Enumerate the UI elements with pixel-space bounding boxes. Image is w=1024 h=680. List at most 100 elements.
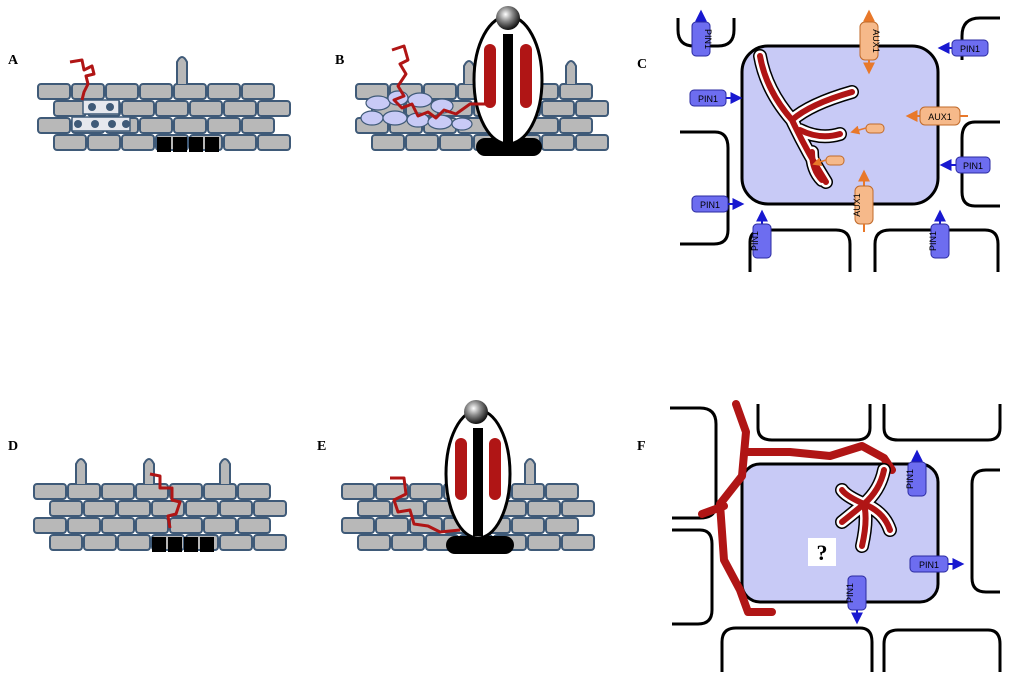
brick [83, 534, 117, 551]
pin1-label: PIN1 [960, 44, 980, 54]
hypha-a [69, 58, 96, 101]
brick [121, 134, 155, 151]
brick [173, 83, 207, 100]
brick [357, 534, 391, 551]
brick [575, 100, 609, 117]
brick [83, 500, 117, 517]
pin1-label: PIN1 [845, 583, 855, 603]
brick [241, 83, 275, 100]
brick [511, 517, 545, 534]
brick [37, 83, 71, 100]
trichome-e [524, 458, 536, 484]
brick [341, 483, 375, 500]
pin1-label: PIN1 [698, 94, 718, 104]
dark-cells-d [152, 537, 214, 552]
pin1-label: PIN1 [919, 560, 939, 570]
brick [219, 500, 253, 517]
panel-d: D [8, 439, 287, 552]
brick [33, 517, 67, 534]
brick [117, 534, 151, 551]
brick [545, 483, 579, 500]
brick [409, 483, 443, 500]
brick [49, 534, 83, 551]
internal-aux1-c [812, 123, 885, 166]
brick [135, 517, 169, 534]
pin1-c-3: PIN1 [689, 89, 743, 107]
aux1-top-c: AUX1 [859, 9, 881, 75]
brick [117, 500, 151, 517]
sphere-e [464, 400, 488, 424]
pin1-label: PIN1 [750, 231, 760, 251]
cell-walls-f [670, 404, 1002, 672]
brick [87, 134, 121, 151]
brick [121, 100, 155, 117]
brick [257, 134, 291, 151]
panel-label-f: F [637, 439, 646, 454]
brick [67, 517, 101, 534]
brick [511, 483, 545, 500]
aux1-bottom-c: AUX1 [852, 169, 874, 232]
brick [223, 134, 257, 151]
central-cell-f [740, 462, 940, 604]
brick [139, 83, 173, 100]
panel-label-d: D [8, 439, 18, 454]
brick [37, 117, 71, 134]
hypha-b [391, 44, 490, 120]
brick [241, 117, 275, 134]
brick [101, 483, 135, 500]
trichome-b-right [565, 60, 577, 84]
brick [53, 134, 87, 151]
brick [375, 483, 409, 500]
sphere-b [496, 6, 520, 30]
haustorium-f [835, 463, 897, 553]
brick [173, 117, 207, 134]
panel-c: C AUX1 [637, 9, 1000, 272]
brick [169, 483, 203, 500]
pin1-f-2: PIN1 [909, 555, 965, 573]
pin1-c-2: PIN1 [937, 39, 989, 57]
brick [169, 517, 203, 534]
brick [189, 100, 223, 117]
pin1-c-5: PIN1 [691, 195, 745, 213]
brick [67, 483, 101, 500]
brick [541, 134, 575, 151]
aux1-label: AUX1 [852, 193, 862, 217]
brick [391, 534, 425, 551]
brick [375, 517, 409, 534]
aux1-label: AUX1 [871, 29, 881, 53]
trichome-a [176, 56, 188, 84]
panel-label-b: B [335, 53, 344, 68]
brick [371, 134, 405, 151]
brick [139, 117, 173, 134]
brick [237, 483, 271, 500]
dark-cells-a [157, 137, 219, 152]
panel-label-e: E [317, 439, 326, 454]
panel-a: A [8, 53, 291, 152]
pin1-c-4: PIN1 [939, 156, 991, 174]
question-box: ? [808, 538, 836, 566]
pin1-label: PIN1 [700, 200, 720, 210]
brick [559, 117, 593, 134]
brick [253, 500, 287, 517]
trichome-d-3 [219, 458, 231, 484]
panel-b: B [335, 6, 609, 156]
pin1-c-1: PIN1 [691, 9, 713, 57]
pin1-f-3: PIN1 [845, 575, 867, 625]
brick [257, 100, 291, 117]
panel-label-c: C [637, 57, 647, 72]
brick [219, 534, 253, 551]
panel-e: E [317, 400, 595, 554]
pin1-label: PIN1 [928, 231, 938, 251]
hypha-tree-c [753, 49, 859, 189]
aux1-label: AUX1 [928, 112, 952, 122]
trichome-d-1 [75, 458, 87, 484]
brick [101, 517, 135, 534]
pin1-label: PIN1 [703, 29, 713, 49]
brick [135, 483, 169, 500]
brick [207, 83, 241, 100]
brick [207, 117, 241, 134]
brick [33, 483, 67, 500]
brick [203, 483, 237, 500]
hypha-network-f [698, 400, 896, 616]
panel-label-a: A [8, 53, 19, 68]
